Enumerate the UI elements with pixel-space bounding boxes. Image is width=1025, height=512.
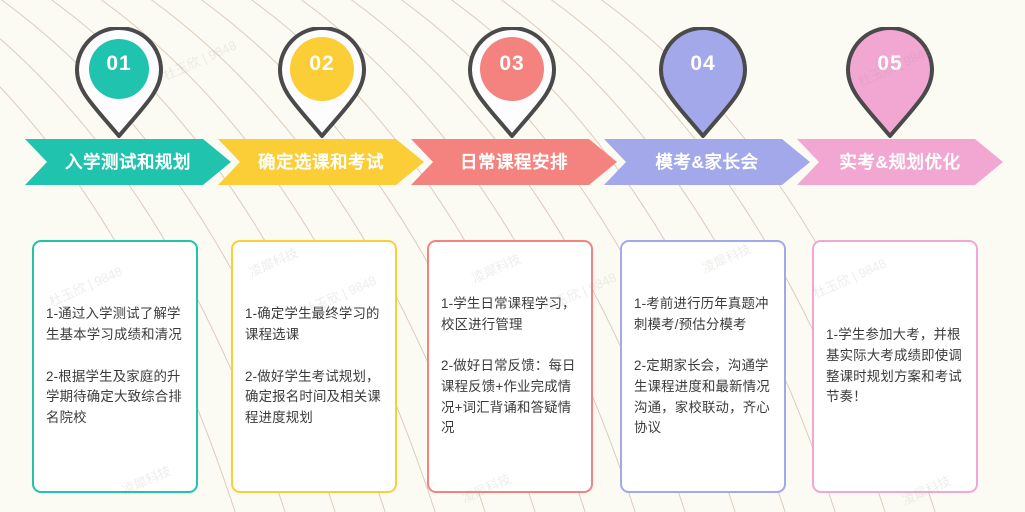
pin-shape-03 bbox=[468, 27, 556, 138]
banner-shape-04 bbox=[604, 139, 810, 185]
banner-shape-03 bbox=[411, 139, 617, 185]
step-card-text-04: 1-考前进行历年真题冲刺模考/预估分模考 2-定期家长会，沟通学生课程进度和最新… bbox=[634, 295, 770, 436]
step-banner-03[interactable]: 日常课程安排 bbox=[411, 139, 617, 185]
step-pin-04: 04 bbox=[657, 27, 749, 139]
pin-shape-04 bbox=[659, 27, 747, 138]
banner-shape-05 bbox=[797, 139, 1003, 185]
pin-shape-01 bbox=[75, 27, 163, 138]
pin-inner-circle-02 bbox=[290, 37, 354, 101]
pin-inner-circle-03 bbox=[480, 37, 544, 101]
banner-shape-02 bbox=[218, 139, 424, 185]
step-card-text-01: 1-通过入学测试了解学生基本学习成绩和清况 2-根据学生及家庭的升学期待确定大致… bbox=[46, 306, 182, 426]
step-banner-05[interactable]: 实考&规划优化 bbox=[797, 139, 1003, 185]
step-card-03[interactable]: 1-学生日常课程学习，校区进行管理 2-做好日常反馈：每日课程反馈+作业完成情况… bbox=[427, 240, 593, 493]
step-card-text-05: 1-学生参加大考，并根基实际大考成绩即使调整课时规划方案和考试节奏！ bbox=[826, 326, 962, 405]
step-card-text-02: 1-确定学生最终学习的课程选课 2-做好学生考试规划，确定报名时间及相关课程进度… bbox=[245, 306, 381, 426]
banner-shape-01 bbox=[25, 139, 231, 185]
step-pin-05: 05 bbox=[844, 27, 936, 139]
step-card-text-03: 1-学生日常课程学习，校区进行管理 2-做好日常反馈：每日课程反馈+作业完成情况… bbox=[441, 295, 576, 436]
step-banner-04[interactable]: 模考&家长会 bbox=[604, 139, 810, 185]
step-card-04[interactable]: 1-考前进行历年真题冲刺模考/预估分模考 2-定期家长会，沟通学生课程进度和最新… bbox=[620, 240, 786, 493]
step-pin-03: 03 bbox=[466, 27, 558, 139]
pin-shape-05 bbox=[846, 27, 934, 138]
step-card-05[interactable]: 1-学生参加大考，并根基实际大考成绩即使调整课时规划方案和考试节奏！ bbox=[812, 240, 978, 493]
step-banner-01[interactable]: 入学测试和规划 bbox=[25, 139, 231, 185]
step-pin-01: 01 bbox=[73, 27, 165, 139]
step-card-01[interactable]: 1-通过入学测试了解学生基本学习成绩和清况 2-根据学生及家庭的升学期待确定大致… bbox=[32, 240, 198, 493]
step-banner-02[interactable]: 确定选课和考试 bbox=[218, 139, 424, 185]
step-pin-02: 02 bbox=[276, 27, 368, 139]
pin-shape-02 bbox=[278, 27, 366, 138]
step-card-02[interactable]: 1-确定学生最终学习的课程选课 2-做好学生考试规划，确定报名时间及相关课程进度… bbox=[231, 240, 397, 493]
pin-inner-circle-01 bbox=[89, 39, 149, 99]
